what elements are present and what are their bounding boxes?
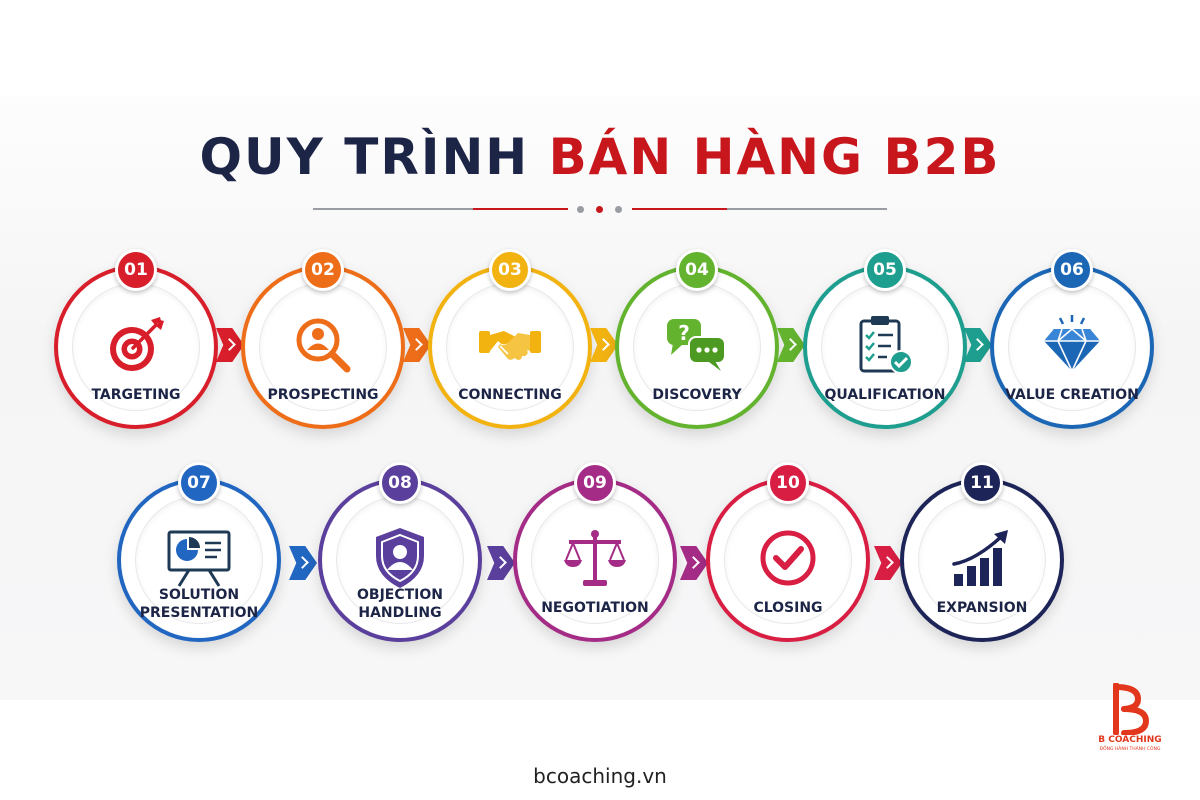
svg-text:?: ? [678,321,690,345]
step-label: DISCOVERY [652,387,742,403]
brand-logo: B COACHING ĐỒNG HÀNH THÀNH CÔNG [1085,683,1175,763]
step-solution-presentation: 07 SOLUTION PRESENTATION [117,462,281,642]
growth-chart-icon [950,526,1014,590]
step-label: NEGOTIATION [541,600,649,616]
brand-tagline: ĐỒNG HÀNH THÀNH CÔNG [1099,747,1161,752]
step-label-line-1: SOLUTION [158,587,240,603]
step-discovery: 04 ? DISCOVERY [615,249,779,429]
step-number-badge: 07 [178,462,220,504]
shield-person-icon [368,526,432,590]
step-closing: 10 CLOSING [706,462,870,642]
divider-dot [577,206,584,213]
step-label: SOLUTION PRESENTATION [129,586,269,622]
title-part-1: QUY TRÌNH [199,128,530,186]
divider-right-red [632,208,727,210]
step-number-badge: 06 [1051,249,1093,291]
divider-dot [615,206,622,213]
step-label: QUALIFICATION [824,387,946,403]
step-connecting: 03 CONNECTING [428,249,592,429]
step-number-badge: 10 [767,462,809,504]
divider-right-gray [727,208,887,210]
step-number-badge: 09 [574,462,616,504]
step-label-line-2: HANDLING [358,605,442,621]
handshake-icon [478,313,542,377]
step-number-badge: 02 [302,249,344,291]
chat-bubbles-icon: ? [665,313,729,377]
step-number-badge: 08 [379,462,421,504]
divider-dot [596,206,603,213]
scales-icon [563,526,627,590]
page-title: QUY TRÌNH BÁN HÀNG B2B [0,128,1200,186]
diamond-icon [1040,313,1104,377]
step-value-creation: 06 VALUE CREATION [990,249,1154,429]
step-number-badge: 05 [864,249,906,291]
brand-logo-mark-icon [1113,683,1150,735]
step-objection-handling: 08 OBJECTION HANDLING [318,462,482,642]
step-label: EXPANSION [936,600,1028,616]
step-prospecting: 02 PROSPECTING [241,249,405,429]
brand-name: B COACHING [1098,735,1162,745]
divider-left-gray [313,208,473,210]
step-negotiation: 09 NEGOTIATION [513,462,677,642]
step-number-badge: 03 [489,249,531,291]
step-number-badge: 01 [115,249,157,291]
step-targeting: 01 TARGETING [54,249,218,429]
check-circle-icon [756,526,820,590]
step-label: VALUE CREATION [1005,387,1139,403]
target-icon [104,313,168,377]
step-qualification: 05 QUALIFICATION [803,249,967,429]
step-label-line-1: OBJECTION [357,587,443,603]
step-number-badge: 11 [961,462,1003,504]
title-part-2: BÁN HÀNG B2B [548,128,1001,186]
step-expansion: 11 EXPANSION [900,462,1064,642]
step-number-badge: 04 [676,249,718,291]
checklist-icon [853,313,917,377]
step-label: CONNECTING [458,387,562,403]
step-label: TARGETING [91,387,181,403]
magnifier-person-icon [291,313,355,377]
step-label: PROSPECTING [267,387,379,403]
step-label: OBJECTION HANDLING [330,586,470,622]
step-label-line-2: PRESENTATION [139,605,259,621]
website-link[interactable]: bcoaching.vn [533,764,667,788]
divider-left-red [473,208,568,210]
step-label: CLOSING [753,600,823,616]
presentation-board-icon [167,526,231,590]
